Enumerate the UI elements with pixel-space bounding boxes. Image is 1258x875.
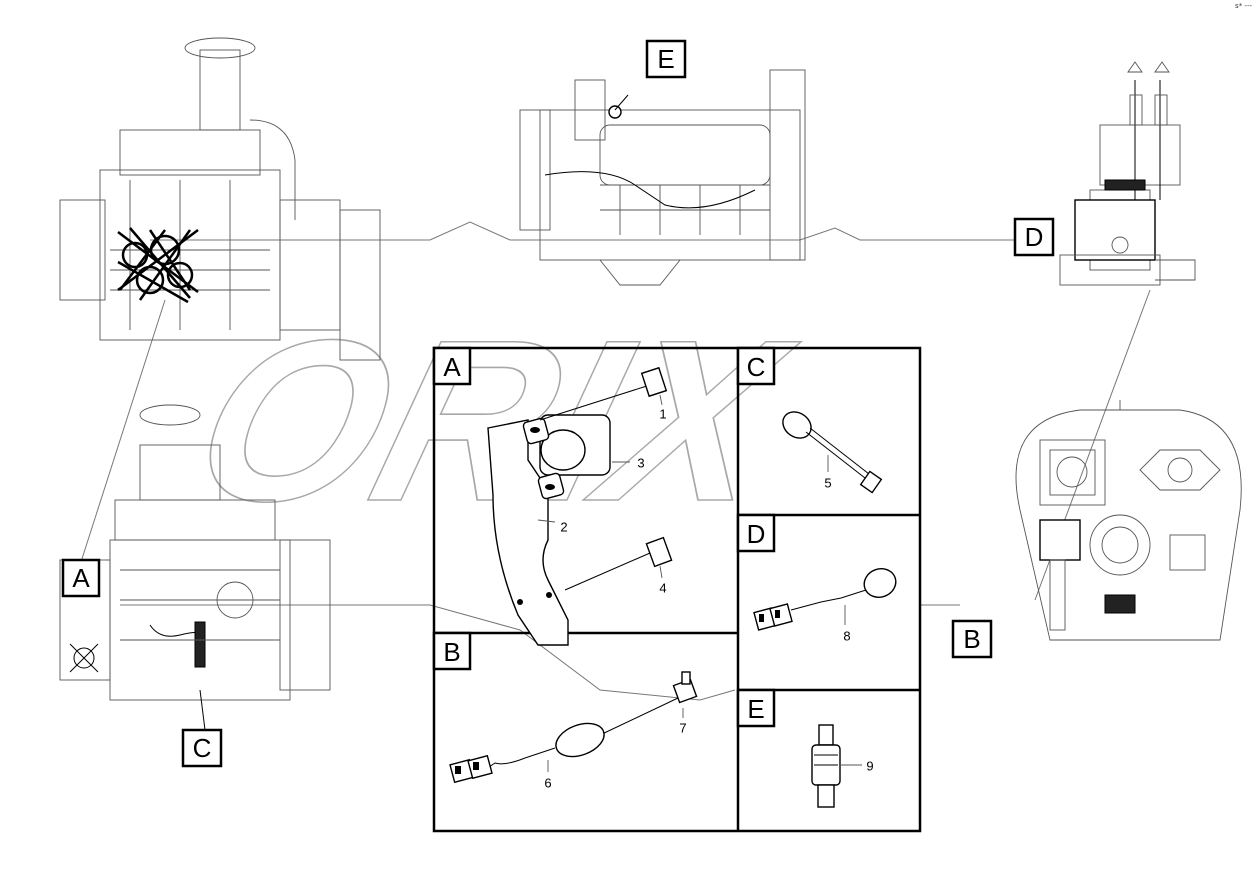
connection-lines <box>79 221 1151 701</box>
transmission-drawing <box>1015 400 1242 641</box>
panel-a-label: A <box>443 352 461 382</box>
fuel-pump-drawing <box>1059 61 1196 286</box>
callout-c-label: C <box>193 733 212 763</box>
panel-e-label: E <box>747 694 764 724</box>
part-7-sensor <box>599 671 698 736</box>
part-1-bolt <box>539 366 668 421</box>
panel-e: E 9 <box>736 688 874 808</box>
part-6-harness <box>449 722 605 784</box>
callout-d: D <box>1013 217 1055 257</box>
engine-top-left-drawing <box>59 37 381 361</box>
panel-d: D 8 <box>736 513 897 644</box>
part-number-2: 2 <box>560 520 567 535</box>
part-3-sensor <box>522 414 611 500</box>
callout-e: E <box>645 39 687 79</box>
callout-b-label: B <box>963 624 980 654</box>
part-number-6: 6 <box>544 776 551 791</box>
part-4-bolt <box>564 536 673 591</box>
panel-c-label: C <box>747 352 766 382</box>
callout-d-label: D <box>1025 222 1044 252</box>
part-number-8: 8 <box>843 629 850 644</box>
part-8-harness <box>753 568 897 631</box>
corner-mark: s* --- <box>1235 2 1252 10</box>
engine-bottom-left-drawing <box>59 404 331 731</box>
callout-c: C <box>181 728 223 768</box>
callout-a: A <box>61 558 101 598</box>
part-number-3: 3 <box>637 456 644 471</box>
part-5-sensor <box>782 411 883 494</box>
panel-b-label: B <box>443 637 460 667</box>
part-9-sender <box>811 724 841 808</box>
callout-b: B <box>951 619 993 659</box>
crossed-out-icon <box>69 643 99 673</box>
engine-top-center-drawing <box>519 69 806 286</box>
panel-d-label: D <box>747 519 766 549</box>
part-number-9: 9 <box>866 759 873 774</box>
callout-e-label: E <box>657 44 674 74</box>
part-number-1: 1 <box>659 407 666 422</box>
panel-c: C 5 <box>736 346 883 494</box>
panel-a: A 1 2 3 4 <box>432 346 673 646</box>
callout-a-label: A <box>72 563 90 593</box>
panel-b: B 7 6 <box>432 631 698 791</box>
detail-panels <box>432 346 922 833</box>
part-number-7: 7 <box>679 721 686 736</box>
part-number-5: 5 <box>824 476 831 491</box>
part-number-4: 4 <box>659 581 666 596</box>
